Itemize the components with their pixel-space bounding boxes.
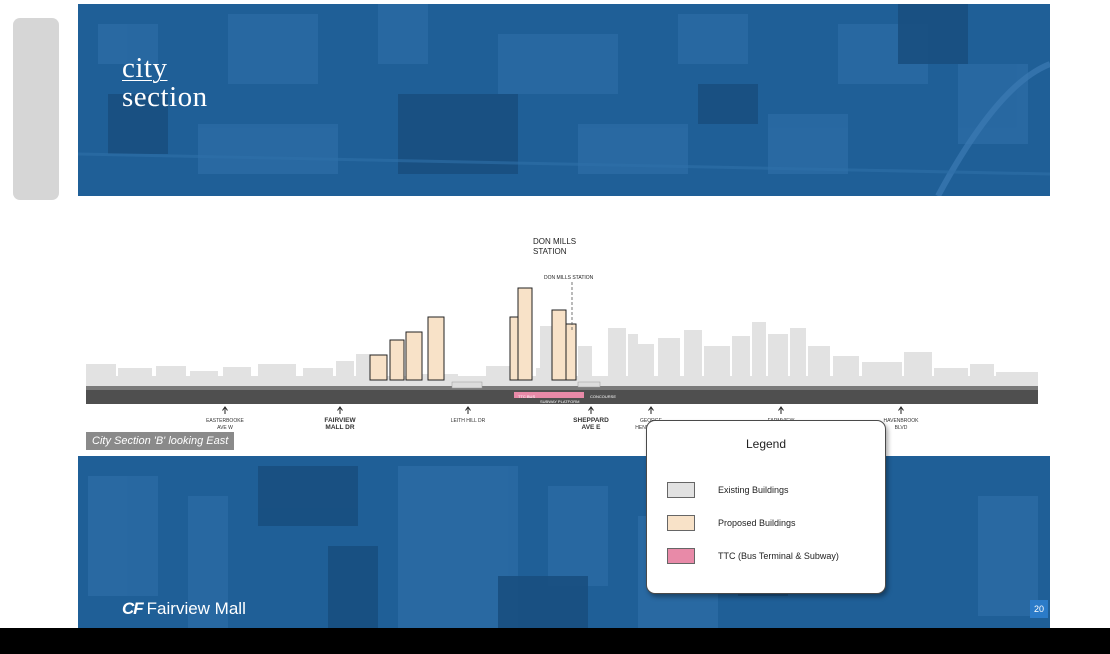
legend-swatch-proposed <box>667 515 695 531</box>
fairview-mall-logo: CF Fairview Mall <box>122 599 246 619</box>
city-section-panel: DON MILLS STATION DON MILLS STATION TTC … <box>78 196 1050 456</box>
legend-item-proposed: Proposed Buildings <box>667 514 796 532</box>
street-label: BLVD <box>895 425 908 431</box>
legend-swatch-existing <box>667 482 695 498</box>
slide-title-line-2: section <box>122 81 208 113</box>
street-label: HAVENBROOK <box>884 418 920 424</box>
street-arrow <box>898 406 904 414</box>
legend-box: Legend Existing Buildings Proposed Build… <box>646 420 886 594</box>
station-small-label: DON MILLS STATION <box>544 275 594 281</box>
section-caption: City Section 'B' looking East <box>86 432 235 450</box>
street-label: AVE W <box>217 425 233 431</box>
page-number: 20 <box>1030 600 1048 618</box>
street-arrow <box>778 406 784 414</box>
street-label: AVE E <box>581 424 601 431</box>
street-arrow <box>588 406 594 414</box>
street-label: EASTERBOOKE <box>206 418 244 424</box>
street-arrow <box>465 406 471 414</box>
ttc-bus-label: TTC BUS <box>518 394 535 399</box>
street-arrow <box>222 406 228 414</box>
station-callout-line-1: DON MILLS <box>533 237 576 246</box>
screen-bottom-bar <box>0 628 1110 654</box>
city-section-diagram: DON MILLS STATION DON MILLS STATION TTC … <box>86 237 1038 431</box>
street-label: FAIRVIEW <box>324 417 356 424</box>
ttc-subway-platform <box>514 392 584 398</box>
legend-item-ttc: TTC (Bus Terminal & Subway) <box>667 547 839 565</box>
legend-label-ttc: TTC (Bus Terminal & Subway) <box>718 551 839 561</box>
logo-text: Fairview Mall <box>146 599 246 618</box>
street-arrow <box>337 406 343 414</box>
legend-label-existing: Existing Buildings <box>718 485 789 495</box>
cf-logo-mark: CF <box>122 599 144 618</box>
legend-item-existing: Existing Buildings <box>667 481 789 499</box>
street-label: MALL DR <box>325 424 354 431</box>
street-arrow <box>648 406 654 414</box>
legend-label-proposed: Proposed Buildings <box>718 518 796 528</box>
proposed-buildings-group <box>369 287 577 381</box>
aerial-photo-top <box>78 4 1050 196</box>
slide-title: city section <box>122 54 208 112</box>
street-label: SHEPPARD <box>573 417 609 424</box>
concourse-label: CONCOURSE <box>590 394 616 399</box>
street-label: LEITH HILL DR <box>451 418 486 424</box>
station-callout-line-2: STATION <box>533 247 567 256</box>
thumbnail-side-panel <box>13 18 59 200</box>
legend-title: Legend <box>745 437 787 451</box>
slide-title-line-1: city <box>122 52 168 84</box>
subway-platform-label: SUBWAY PLATFORM <box>540 399 579 404</box>
legend-swatch-ttc <box>667 548 695 564</box>
slide: city section <box>78 4 1050 628</box>
